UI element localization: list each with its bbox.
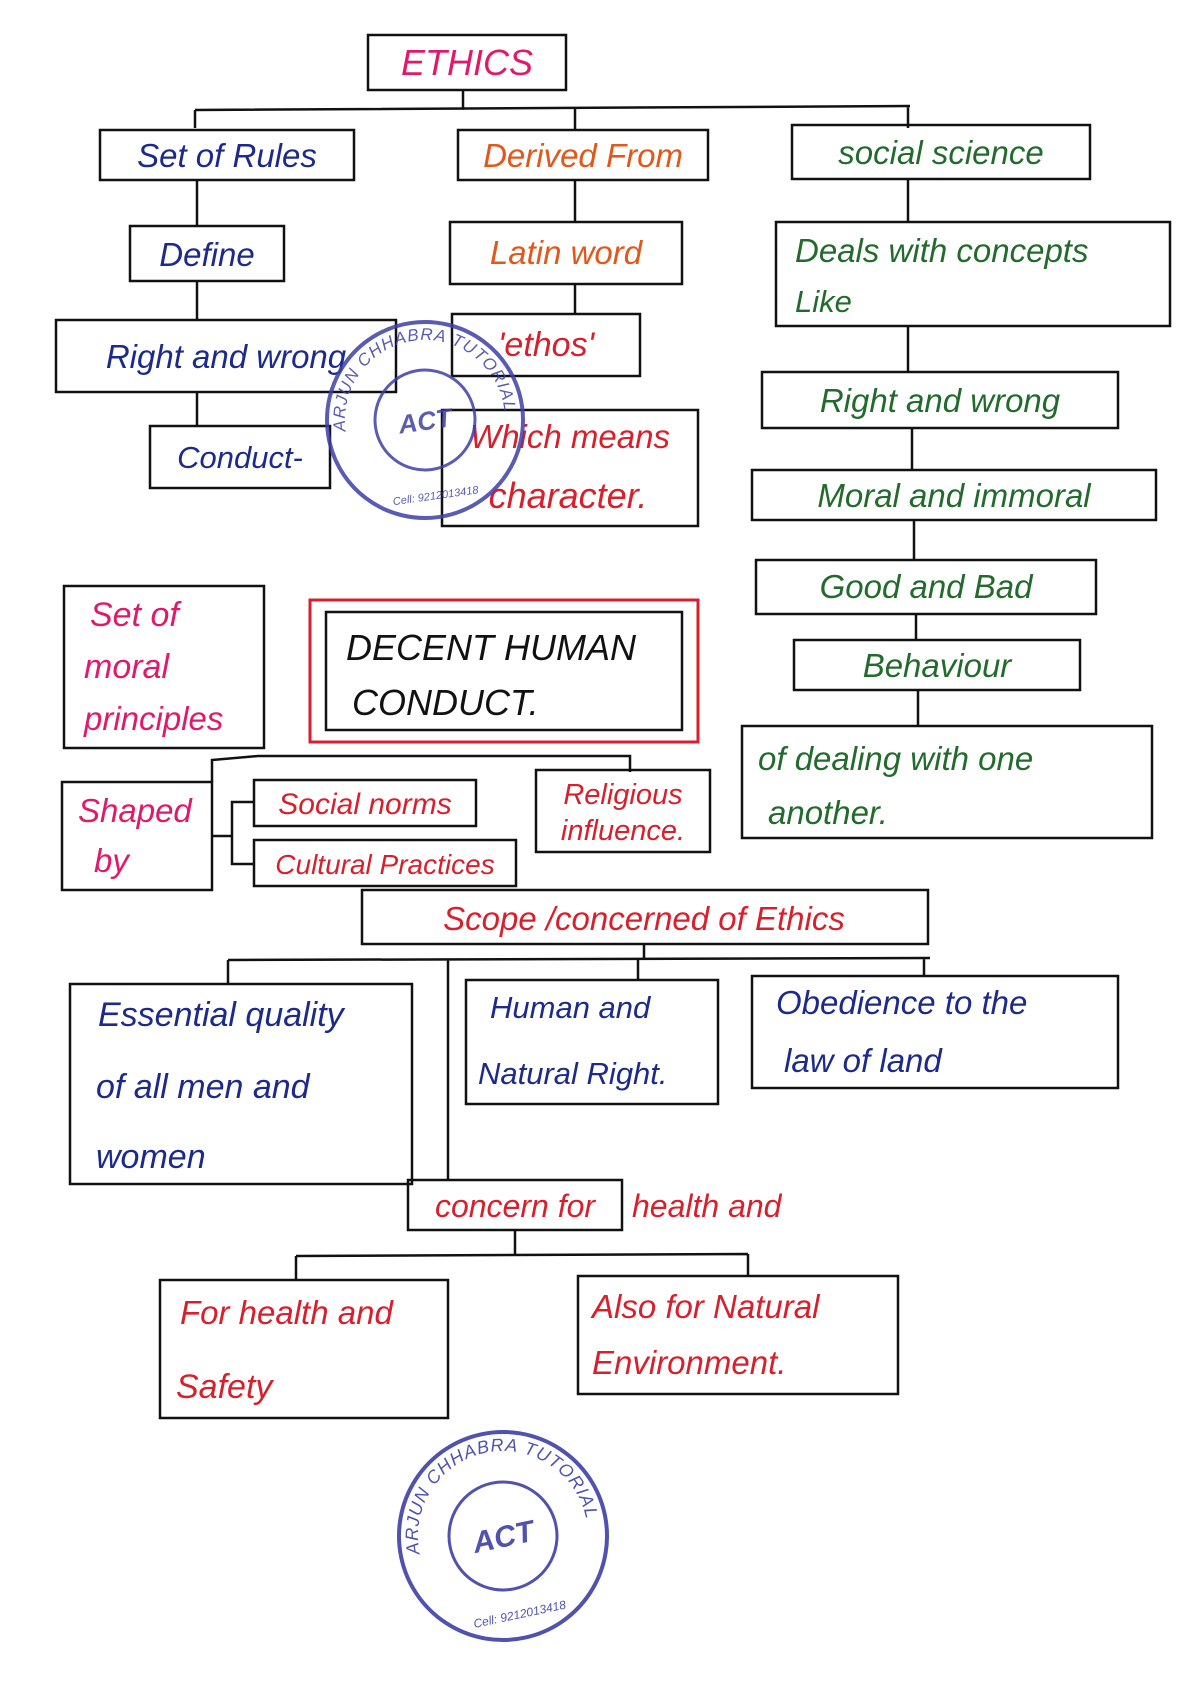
rules-right-wrong-box xyxy=(54,318,398,394)
social-norms-text: Social norms xyxy=(278,788,451,821)
natural-environment-line1: Also for Natural xyxy=(590,1288,821,1325)
set-of-rules-text: Set of Rules xyxy=(137,137,317,174)
decent-conduct-inner-box xyxy=(324,610,684,732)
shaped-by-line1: Shaped xyxy=(78,792,193,829)
health-safety-box xyxy=(158,1278,450,1420)
character-text: character. xyxy=(489,475,648,516)
which-means-text: Which means xyxy=(470,418,670,455)
dealing-line2: another. xyxy=(768,794,888,831)
moral-immoral-box xyxy=(750,468,1158,522)
good-bad-box xyxy=(754,558,1098,616)
obedience-line2: law of land xyxy=(784,1042,943,1079)
deals-with-line2: Like xyxy=(795,284,852,319)
decent-conduct-line2: CONDUCT. xyxy=(352,682,539,723)
social-science-box xyxy=(790,123,1092,181)
human-natural-right-line2: Natural Right. xyxy=(478,1056,668,1091)
define-text: Define xyxy=(159,236,254,273)
stamp-center-text: ACT xyxy=(469,1514,540,1560)
moral-principles-box xyxy=(62,584,266,750)
social-norms-box xyxy=(252,778,478,828)
deals-with-line1: Deals with concepts xyxy=(795,232,1088,269)
rules-right-wrong-text: Right and wrong xyxy=(106,338,347,375)
concern-for-text: concern for xyxy=(435,1188,596,1224)
religious-influence-line1: Religious xyxy=(563,779,682,811)
stamp-phone-text: Cell: 9212013418 xyxy=(392,484,480,508)
behaviour-box xyxy=(792,638,1082,692)
social-right-wrong-text: Right and wrong xyxy=(820,382,1061,419)
title-box xyxy=(366,33,568,92)
ethos-box xyxy=(450,312,642,378)
religious-influence-line2: influence. xyxy=(561,815,685,847)
essential-quality-line2: of all men and xyxy=(96,1068,311,1106)
latin-word-box xyxy=(448,220,684,286)
define-box xyxy=(128,224,286,283)
obedience-line1: Obedience to the xyxy=(776,984,1027,1021)
conduct-text: Conduct- xyxy=(177,440,303,475)
social-right-wrong-box xyxy=(760,370,1120,430)
moral-immoral-text: Moral and immoral xyxy=(817,477,1092,514)
health-safety-line2: Safety xyxy=(176,1368,274,1406)
essential-quality-line1: Essential quality xyxy=(98,996,346,1034)
moral-principles-line2: moral xyxy=(84,648,170,686)
essential-quality-box xyxy=(68,982,414,1186)
stamp-inner-ring xyxy=(447,1480,559,1592)
moral-principles-line3: principles xyxy=(83,700,223,737)
stamp-center-text: ACT xyxy=(396,402,456,440)
derived-from-text: Derived From xyxy=(483,137,683,174)
decent-conduct-outer-box xyxy=(308,598,700,744)
conduct-box xyxy=(148,424,332,490)
cultural-practices-box xyxy=(252,838,518,888)
essential-quality-line3: women xyxy=(96,1138,206,1176)
connector-shaped-influences xyxy=(210,754,632,866)
stamp-outer-ring xyxy=(325,320,525,520)
cultural-practices-text: Cultural Practices xyxy=(275,849,494,880)
good-bad-text: Good and Bad xyxy=(820,568,1034,605)
concern-health-text: health and xyxy=(632,1188,783,1224)
natural-environment-line2: Environment. xyxy=(592,1344,786,1381)
connector-concern-children xyxy=(294,1230,750,1280)
ethos-text: 'ethos' xyxy=(498,326,596,364)
human-natural-right-box xyxy=(464,978,720,1106)
stamp-inner-ring xyxy=(373,368,477,472)
dealing-line1: of dealing with one xyxy=(758,740,1033,777)
derived-from-box xyxy=(456,128,710,182)
title-text: ETHICS xyxy=(401,42,533,83)
connector-title-branches xyxy=(193,90,911,130)
religious-influence-box xyxy=(534,768,712,854)
set-of-rules-box xyxy=(98,128,356,182)
moral-principles-line1: Set of xyxy=(90,596,182,634)
decent-conduct-line1: DECENT HUMAN xyxy=(346,627,637,668)
social-science-text: social science xyxy=(838,134,1043,171)
health-safety-line1: For health and xyxy=(180,1294,394,1331)
human-natural-right-line1: Human and xyxy=(490,990,652,1025)
connector-scope-children xyxy=(226,944,931,1180)
deals-with-box xyxy=(774,220,1172,328)
shaped-by-line2: by xyxy=(94,842,131,879)
latin-word-text: Latin word xyxy=(490,234,644,271)
scope-text: Scope /concerned of Ethics xyxy=(443,900,845,937)
behaviour-text: Behaviour xyxy=(863,647,1014,684)
natural-environment-box xyxy=(576,1274,900,1396)
dealing-box xyxy=(740,724,1154,840)
act-stamp-bottom: ARJUN CHHABRA TUTORIAL ACT Cell: 9212013… xyxy=(383,1416,609,1642)
stamp-outer-ring xyxy=(397,1430,609,1642)
obedience-box xyxy=(750,974,1120,1090)
